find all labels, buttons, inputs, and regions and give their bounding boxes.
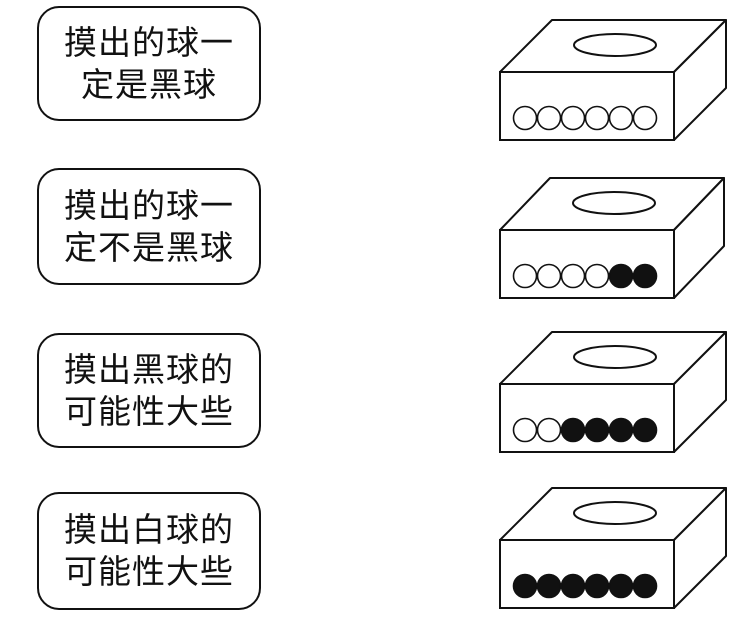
- ball-box-4-ball-3: [560, 573, 586, 599]
- ball-box-3: [499, 331, 727, 453]
- ball-box-1-ball-1: [512, 105, 538, 131]
- ball-box-4-opening: [573, 501, 657, 525]
- ball-box-4-ball-2: [536, 573, 562, 599]
- ball-box-2-ball-2: [536, 263, 562, 289]
- ball-box-2: [499, 177, 725, 299]
- ball-box-2-ball-5: [608, 263, 634, 289]
- ball-box-1-ball-4: [584, 105, 610, 131]
- ball-box-1-opening: [573, 33, 657, 57]
- statement-card-2-line-1: 摸出的球一: [64, 185, 234, 225]
- ball-box-4-ball-6: [632, 573, 658, 599]
- ball-box-3-ball-3: [560, 417, 586, 443]
- ball-box-3-ball-4: [584, 417, 610, 443]
- statement-card-3-line-1: 摸出黑球的: [64, 349, 234, 389]
- statement-card-1-line-2: 定是黑球: [81, 64, 217, 104]
- ball-box-1-ball-5: [608, 105, 634, 131]
- statement-card-3[interactable]: 摸出黑球的 可能性大些: [37, 333, 261, 448]
- ball-box-3-ball-6: [632, 417, 658, 443]
- statement-card-1[interactable]: 摸出的球一 定是黑球: [37, 6, 261, 121]
- ball-box-3-opening: [573, 345, 657, 369]
- statement-card-2[interactable]: 摸出的球一 定不是黑球: [37, 168, 261, 285]
- ball-box-2-opening: [572, 191, 656, 215]
- ball-box-3-ball-5: [608, 417, 634, 443]
- statement-card-4[interactable]: 摸出白球的 可能性大些: [37, 492, 261, 610]
- ball-box-4-ball-5: [608, 573, 634, 599]
- ball-box-2-ball-1: [512, 263, 538, 289]
- ball-box-1-ball-6: [632, 105, 658, 131]
- ball-box-1-ball-2: [536, 105, 562, 131]
- ball-box-4: [499, 487, 727, 609]
- ball-box-2-ball-3: [560, 263, 586, 289]
- statement-card-4-line-1: 摸出白球的: [64, 510, 234, 549]
- ball-box-1-ball-3: [560, 105, 586, 131]
- ball-box-4-ball-4: [584, 573, 610, 599]
- ball-box-2-ball-4: [584, 263, 610, 289]
- ball-box-3-ball-1: [512, 417, 538, 443]
- statement-card-3-line-2: 可能性大些: [64, 391, 234, 431]
- statement-card-4-line-2: 可能性大些: [64, 552, 234, 591]
- statement-card-2-line-2: 定不是黑球: [64, 227, 234, 267]
- ball-box-3-ball-2: [536, 417, 562, 443]
- ball-box-1: [499, 19, 727, 141]
- ball-box-4-ball-1: [512, 573, 538, 599]
- ball-box-2-ball-6: [632, 263, 658, 289]
- statement-card-1-line-1: 摸出的球一: [64, 22, 234, 62]
